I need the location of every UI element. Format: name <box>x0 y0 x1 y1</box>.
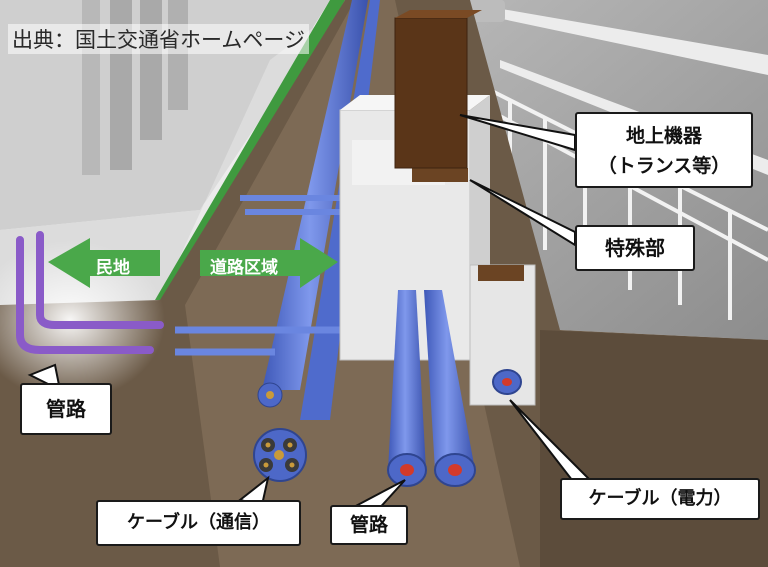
sidewalk-left <box>0 0 350 305</box>
callout-conduit-center: 管路 <box>330 505 408 545</box>
callout-cable-comm: ケーブル（通信） <box>96 500 301 546</box>
power-cable-core <box>400 464 414 476</box>
callout-conduit-left: 管路 <box>20 383 112 435</box>
arrow-private-land <box>48 238 160 288</box>
callout-leaders <box>27 114 593 514</box>
power-cable-core <box>502 378 512 386</box>
power-conduit-2 <box>424 290 475 470</box>
power-conduit-1 <box>388 290 426 470</box>
callout-cable-power: ケーブル（電力） <box>560 478 760 520</box>
power-cable-core <box>448 464 462 476</box>
transformer-top <box>395 10 482 18</box>
service-pipes <box>16 231 164 354</box>
source-label: 出典：国土交通省ホームページ <box>8 24 309 54</box>
building-window <box>140 0 162 140</box>
callout-ground-equipment: 地上機器 （トランス等） <box>575 112 753 188</box>
arrow-private-land-label: 民地 <box>96 258 130 278</box>
handhole-lid-2 <box>478 265 524 281</box>
soil-right <box>540 330 768 567</box>
callout-special-section: 特殊部 <box>575 225 695 271</box>
handhole-lid <box>412 168 468 182</box>
arrow-road-area <box>200 238 338 288</box>
callout-ground-equipment-line2: （トランス等） <box>597 155 731 177</box>
callout-ground-equipment-line1: 地上機器 <box>625 125 702 147</box>
road-marking <box>450 0 768 75</box>
green-strip <box>155 0 345 300</box>
arrow-road-area-label: 道路区域 <box>210 258 278 278</box>
comm-cable-bundle <box>253 382 307 482</box>
building-window <box>168 0 188 110</box>
transformer <box>394 17 468 169</box>
power-conduits <box>387 290 522 487</box>
